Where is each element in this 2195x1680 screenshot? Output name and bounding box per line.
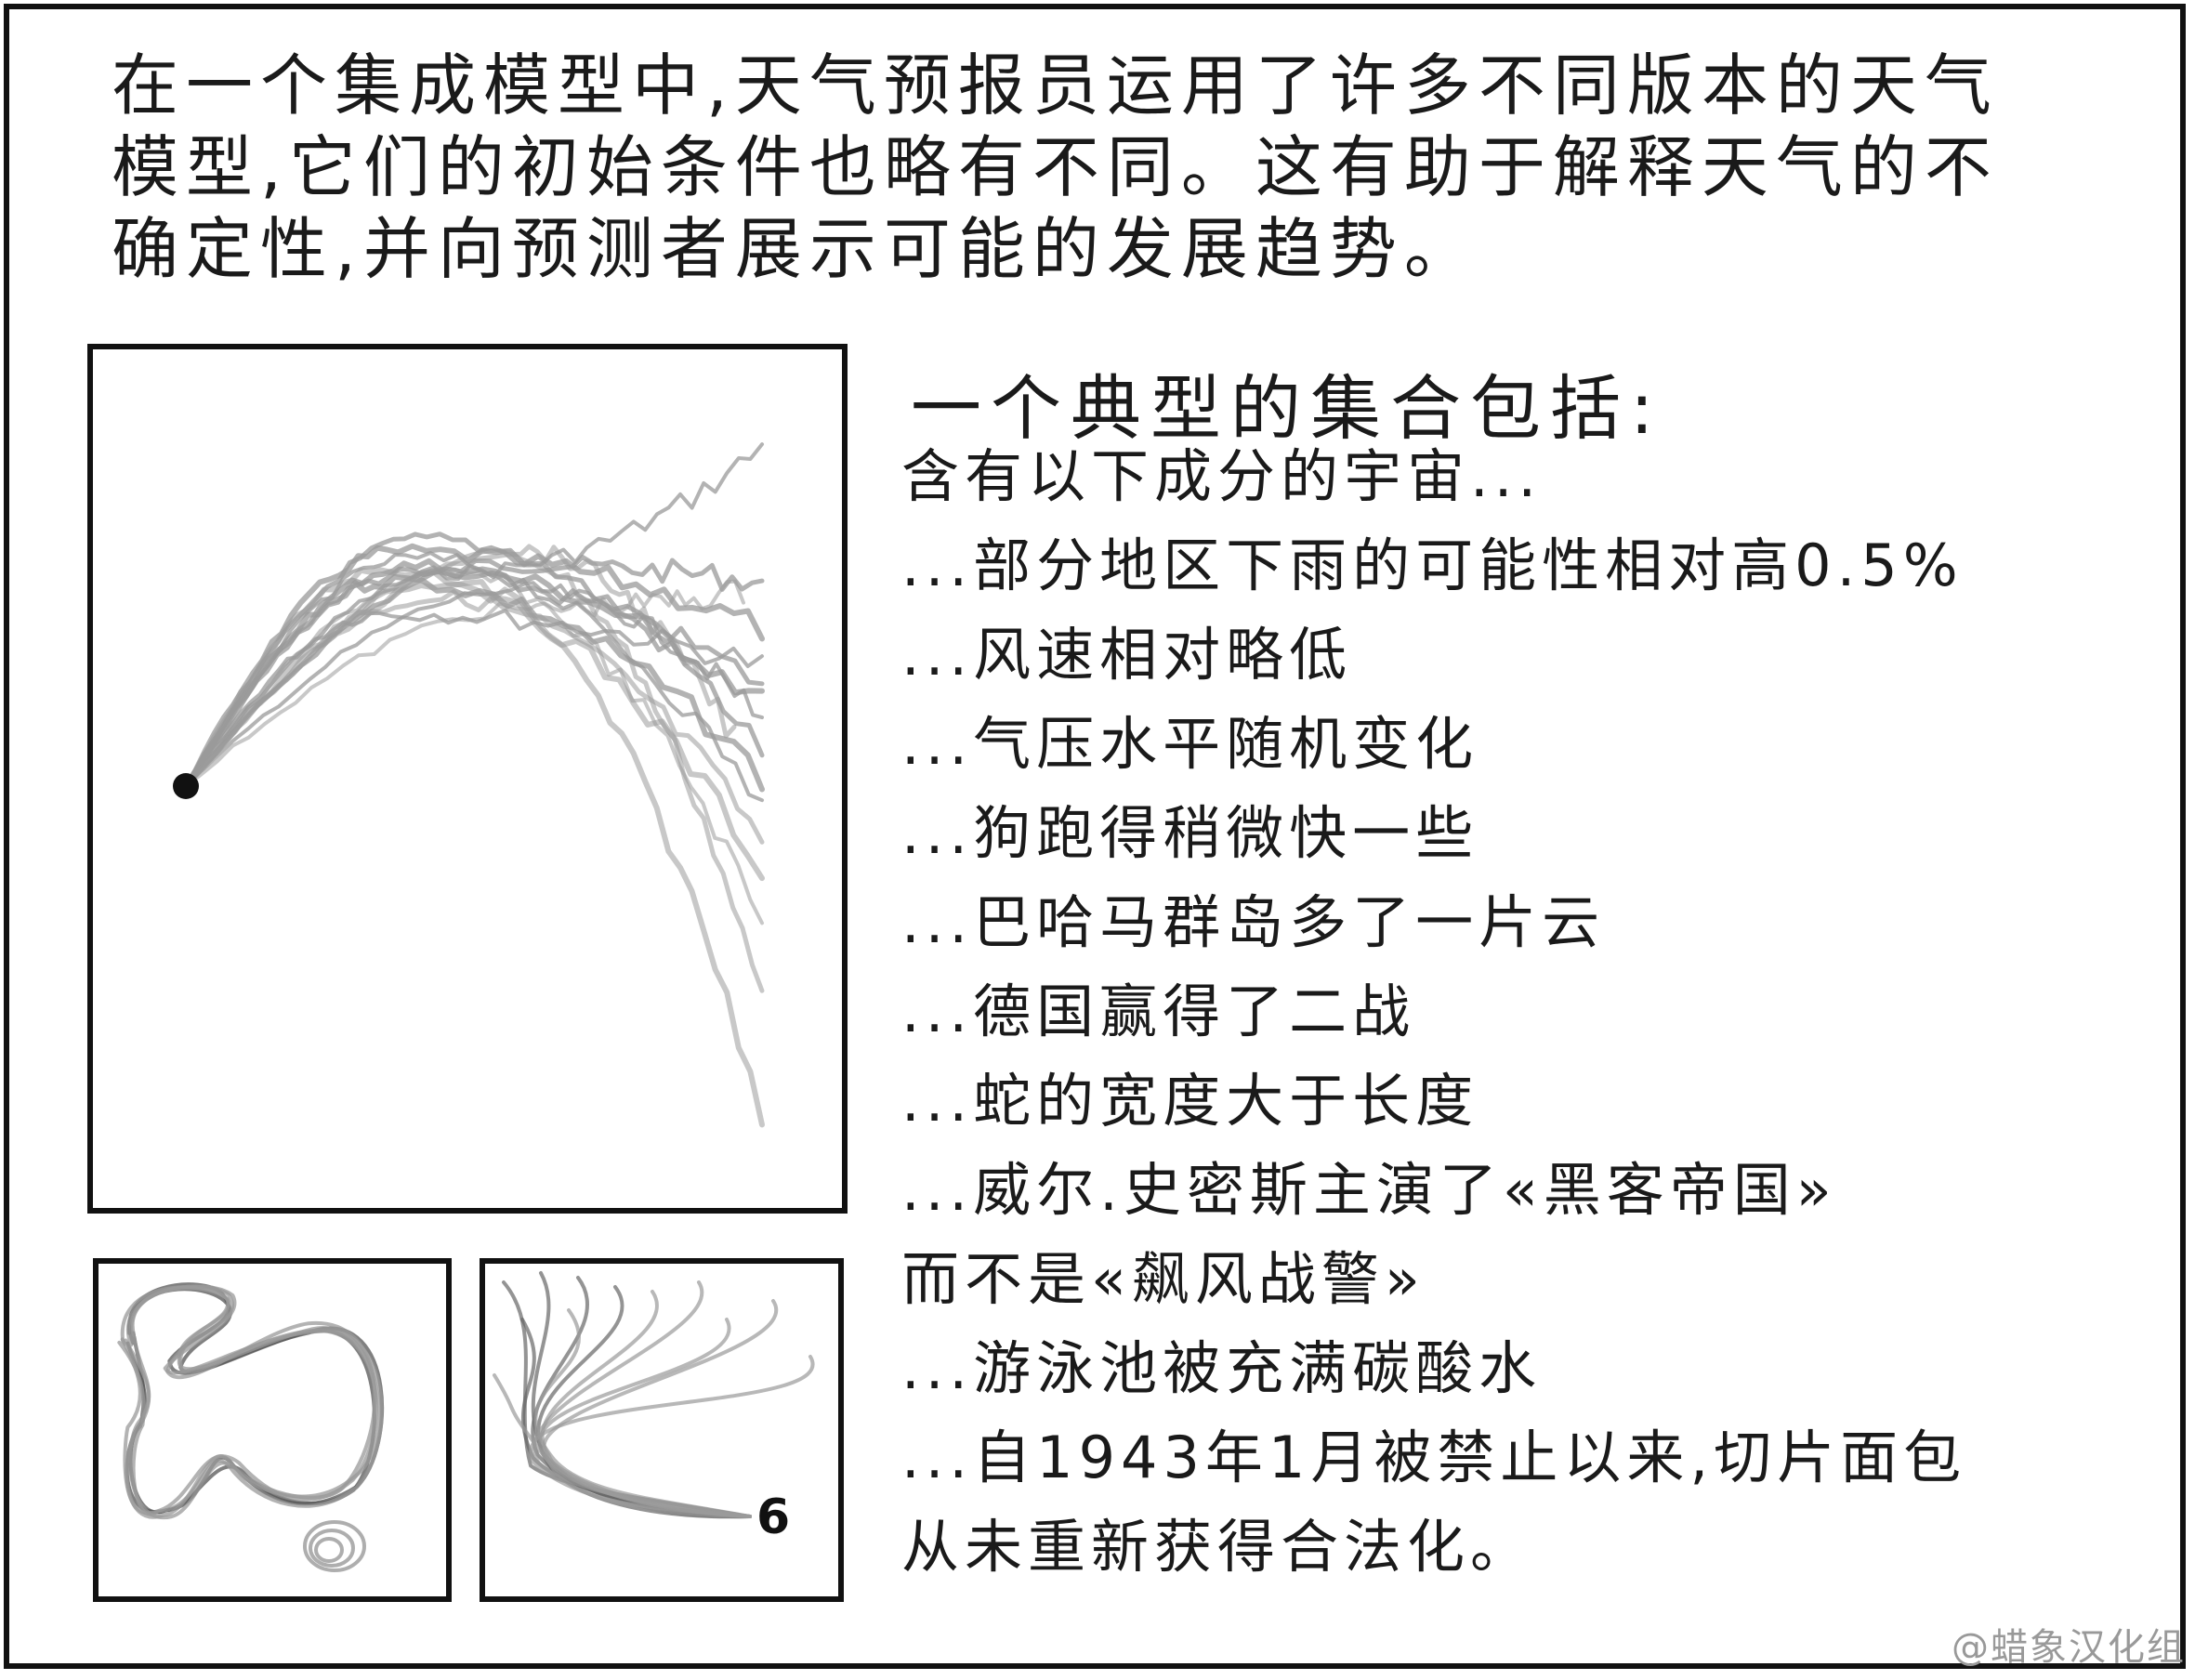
ensemble-track-line: [184, 581, 764, 788]
intro-line: 模型,它们的初始条件也略有不同。这有助于解释天气的不: [112, 128, 1999, 206]
six-tracks-plot: 6: [493, 1271, 815, 1545]
loop-tracks-plot: [117, 1282, 385, 1572]
ensemble-track-line: [184, 567, 764, 925]
list-item: ...部分地区下雨的可能性相对高0.5%: [901, 532, 1964, 599]
list-item: 含有以下成分的宇宙...: [901, 442, 1543, 510]
list-item: ...风速相对略低: [901, 621, 1353, 689]
ensemble-tracks-plot: [173, 442, 765, 1128]
six-tracks-panel: 6: [480, 1258, 844, 1602]
small-loop-line: [309, 1529, 355, 1568]
list-item: ...德国赢得了二战: [901, 978, 1416, 1045]
start-point-dot: [173, 773, 199, 799]
small-loop-line: [303, 1520, 366, 1572]
ensemble-track-line: [184, 551, 764, 803]
ensemble-track-line: [183, 567, 765, 882]
intro-line: 确定性,并向预测者展示可能的发展趋势。: [112, 210, 1479, 288]
ensemble-track-line: [184, 579, 745, 788]
loop-track-line: [117, 1285, 378, 1516]
intro-line: 在一个集成模型中,天气预报员运用了许多不同版本的天气: [112, 46, 1999, 125]
list-item: ...蛇的宽度大于长度: [901, 1067, 1479, 1135]
converging-track-line: [493, 1373, 752, 1518]
list-item: 而不是«飙风战警»: [901, 1245, 1426, 1313]
list-item: ...气压水平随机变化: [901, 710, 1479, 778]
small-loop-line: [314, 1537, 344, 1563]
loop-tracks-panel: [93, 1258, 452, 1602]
ensemble-track-line: [183, 544, 737, 789]
credit-watermark: @蜡象汉化组: [1952, 1626, 2186, 1669]
list-item: ...威尔.史密斯主演了«黑客帝国»: [901, 1156, 1837, 1224]
panel-label-six: 6: [756, 1490, 790, 1545]
list-item: ...巴哈马群岛多了一片云: [901, 888, 1606, 956]
loop-track-line: [124, 1285, 381, 1520]
ensemble-track-line: [183, 579, 765, 1128]
ensemble-track-line: [184, 608, 764, 788]
spaghetti-plot-panel: [87, 344, 848, 1214]
list-item: 从未重新获得合法化。: [901, 1513, 1534, 1581]
list-item: ...狗跑得稍微快一些: [901, 799, 1479, 867]
ensemble-list: 含有以下成分的宇宙... ...部分地区下雨的可能性相对高0.5% ...风速相…: [901, 432, 1966, 1592]
loop-track-line: [120, 1284, 384, 1516]
intro-text: 在一个集成模型中,天气预报员运用了许多不同版本的天气 模型,它们的初始条件也略有…: [112, 45, 1999, 290]
ensemble-heading: 一个典型的集合包括:: [911, 367, 1663, 450]
list-item: ...自1943年1月被禁止以来,切片面包: [901, 1424, 1967, 1491]
converging-track-line: [529, 1355, 815, 1518]
ensemble-track-line: [183, 547, 765, 993]
list-item: ...游泳池被充满碳酸水: [901, 1334, 1543, 1402]
